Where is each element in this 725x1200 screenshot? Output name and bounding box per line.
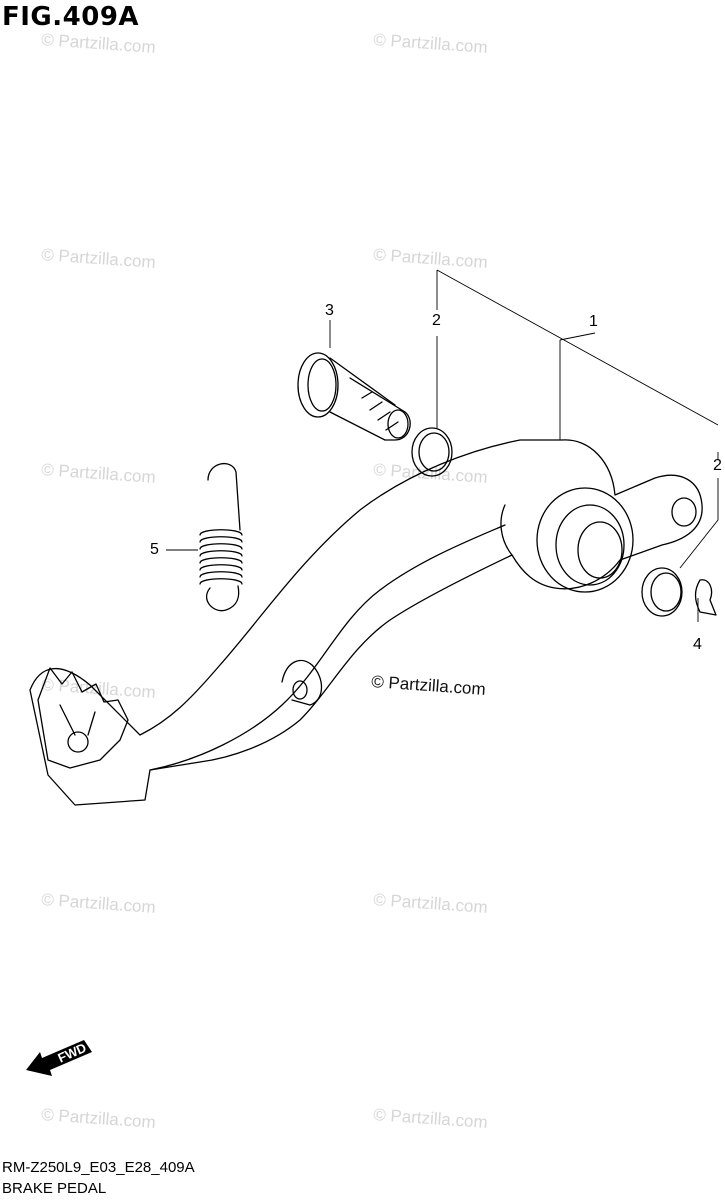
- callout-1: 1: [589, 313, 598, 330]
- leader-lines: [166, 269, 719, 622]
- callout-3: 3: [325, 302, 334, 319]
- brake-pedal-arm: [29, 439, 703, 806]
- callout-5: 5: [150, 541, 159, 558]
- diagram-code: RM-Z250L9_E03_E28_409A: [2, 1159, 195, 1176]
- washer-lower: [641, 567, 683, 617]
- callout-2-right: 2: [713, 457, 722, 474]
- diagram-name: BRAKE PEDAL: [2, 1180, 107, 1197]
- cotter-pin: [694, 579, 717, 616]
- callout-2-upper: 2: [432, 312, 441, 329]
- return-spring: [199, 462, 243, 612]
- figure-title: FIG.409A: [2, 2, 140, 32]
- fwd-label: FWD: [55, 1040, 88, 1066]
- callout-4: 4: [693, 636, 702, 653]
- washer-upper: [411, 427, 453, 477]
- pivot-bolt: [297, 352, 411, 441]
- fwd-arrow-icon: FWD: [26, 1040, 92, 1076]
